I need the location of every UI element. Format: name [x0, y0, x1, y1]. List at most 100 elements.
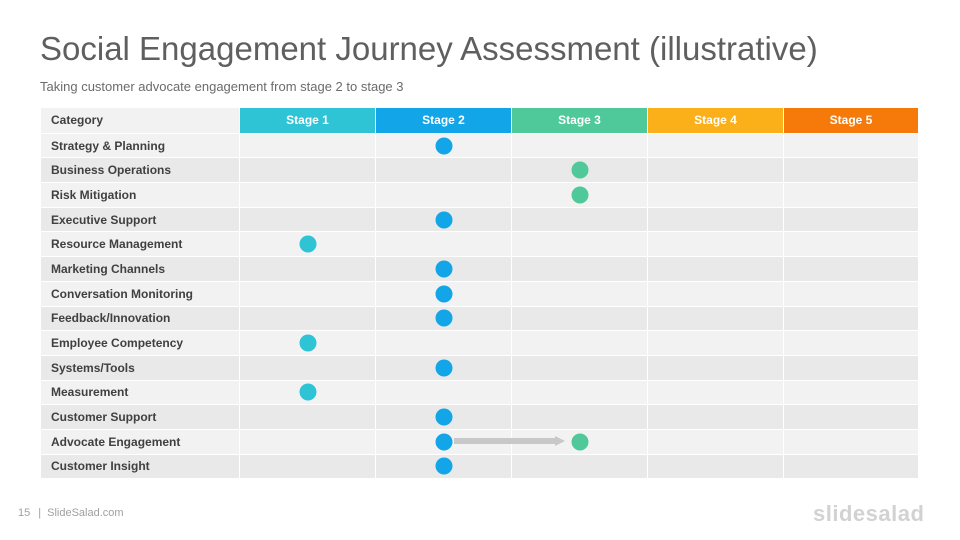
stage-cell — [512, 206, 648, 232]
stage-cell — [648, 428, 784, 454]
category-label: Customer Insight — [41, 453, 240, 479]
stage-cell — [648, 330, 784, 355]
stage-cell — [240, 305, 376, 331]
category-label: Systems/Tools — [41, 354, 240, 380]
current-stage-dot — [299, 235, 316, 253]
category-label: Conversation Monitoring — [41, 280, 240, 306]
category-label: Strategy & Planning — [41, 132, 240, 158]
stage-cell — [648, 404, 784, 429]
stage-cell — [648, 256, 784, 281]
progress-arrow-head — [555, 436, 565, 446]
stage-cell — [512, 231, 648, 257]
stage-cell — [376, 330, 512, 355]
progress-arrow-shaft — [454, 438, 556, 444]
stage-cell — [376, 231, 512, 257]
stage-cell — [784, 305, 919, 331]
stage-cell — [240, 231, 376, 257]
stage-cell — [376, 206, 512, 232]
category-label: Business Operations — [41, 157, 240, 183]
category-label: Resource Management — [41, 231, 240, 257]
stage-cell — [784, 280, 919, 306]
stage-cell — [784, 231, 919, 257]
footer: 15|SlideSalad.com — [18, 507, 124, 519]
stage-cell — [648, 206, 784, 232]
page-number: 15 — [18, 507, 31, 519]
stage-cell — [648, 132, 784, 158]
slide-title: Social Engagement Journey Assessment (il… — [40, 30, 818, 67]
stage-cell — [648, 305, 784, 331]
stage-cell — [512, 305, 648, 331]
current-stage-dot — [299, 383, 316, 401]
progress-arrow — [454, 436, 566, 446]
stage-cell — [784, 428, 919, 454]
stage-cell — [784, 330, 919, 355]
current-stage-dot — [571, 186, 588, 204]
current-stage-dot — [571, 161, 588, 179]
stage-cell — [648, 182, 784, 207]
stage-cell — [784, 132, 919, 158]
stage-cell — [784, 157, 919, 183]
current-stage-dot — [435, 457, 452, 475]
slide-subtitle: Taking customer advocate engagement from… — [40, 79, 404, 94]
stage-cell — [784, 379, 919, 405]
category-label: Customer Support — [41, 404, 240, 429]
stage-cell — [376, 132, 512, 158]
stage-header-5: Stage 5 — [784, 108, 919, 133]
current-stage-dot — [435, 260, 452, 278]
stage-cell — [784, 206, 919, 232]
stage-cell — [648, 280, 784, 306]
current-stage-dot — [435, 285, 452, 303]
slidesalad-logo: slidesalad — [813, 501, 925, 526]
stage-cell — [512, 453, 648, 479]
stage-header-2: Stage 2 — [376, 108, 512, 133]
category-label: Feedback/Innovation — [41, 305, 240, 331]
stage-cell — [512, 354, 648, 380]
stage-cell — [784, 182, 919, 207]
category-label: Executive Support — [41, 206, 240, 232]
current-stage-dot — [435, 309, 452, 327]
category-label: Marketing Channels — [41, 256, 240, 281]
stage-cell — [240, 354, 376, 380]
stage-cell — [648, 379, 784, 405]
stage-cell — [240, 379, 376, 405]
stage-cell — [376, 157, 512, 183]
current-stage-dot — [435, 433, 452, 451]
stage-cell — [512, 404, 648, 429]
stage-cell — [512, 157, 648, 183]
stage-cell — [512, 256, 648, 281]
stage-cell — [648, 354, 784, 380]
stage-cell — [512, 379, 648, 405]
stage-header-3: Stage 3 — [512, 108, 648, 133]
stage-cell — [512, 132, 648, 158]
stage-cell — [376, 305, 512, 331]
stage-cell — [376, 453, 512, 479]
stage-header-1: Stage 1 — [240, 108, 376, 133]
stage-cell — [376, 404, 512, 429]
current-stage-dot — [435, 408, 452, 426]
category-label: Advocate Engagement — [41, 428, 240, 454]
category-label: Measurement — [41, 379, 240, 405]
stage-cell — [240, 206, 376, 232]
assessment-table: Category Stage 1 Stage 2 Stage 3 Stage 4… — [41, 108, 919, 479]
stage-cell — [376, 354, 512, 380]
current-stage-dot — [299, 334, 316, 352]
stage-cell — [376, 280, 512, 306]
stage-cell — [376, 256, 512, 281]
stage-cell — [648, 157, 784, 183]
stage-cell — [512, 280, 648, 306]
stage-cell — [648, 231, 784, 257]
category-header: Category — [41, 108, 240, 133]
stage-cell — [240, 182, 376, 207]
stage-cell — [512, 330, 648, 355]
stage-cell — [240, 453, 376, 479]
stage-cell — [240, 330, 376, 355]
stage-cell — [784, 453, 919, 479]
stage-cell — [240, 280, 376, 306]
stage-cell — [784, 404, 919, 429]
stage-cell — [240, 132, 376, 158]
target-stage-dot — [571, 433, 588, 451]
stage-cell — [648, 453, 784, 479]
footer-site: SlideSalad.com — [47, 507, 124, 519]
stage-cell — [376, 182, 512, 207]
stage-header-4: Stage 4 — [648, 108, 784, 133]
